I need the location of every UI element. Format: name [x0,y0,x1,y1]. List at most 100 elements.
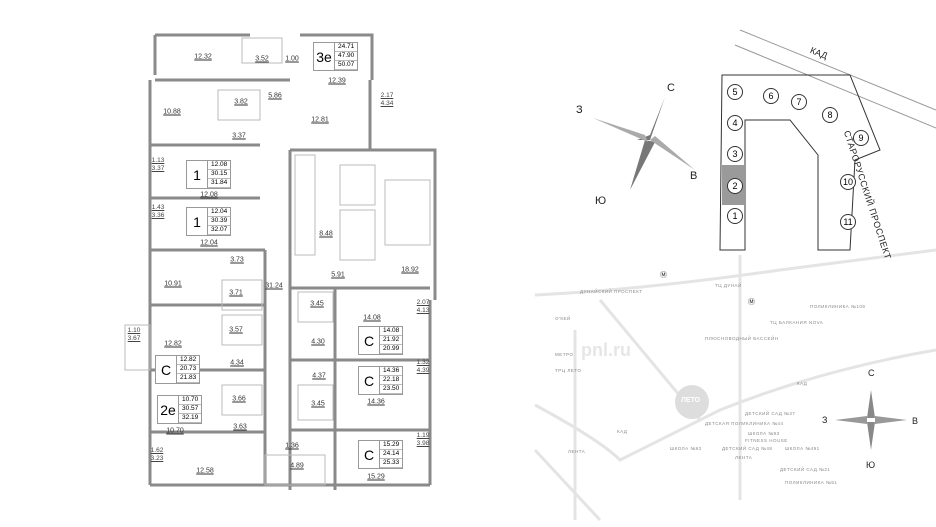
apartment-type: 2е [158,396,179,423]
map-label: О'КЕЙ [555,316,571,321]
map-label: ДУНАЙСКИЙ ПРОСПЕКТ [580,289,643,294]
room-area-label: 12.32 [194,53,212,61]
room-area-label: 3.73 [230,256,244,264]
apartment-area-value: 21.83 [177,374,200,383]
map-label: ЛЕНТА [568,449,586,454]
room-area-label: 3.45 [310,300,324,308]
room-area-label: 3.82 [234,98,248,106]
metro-icon: Ⓜ [748,299,755,306]
room-area-label: 12.81 [311,116,329,124]
metro-icon: Ⓜ [660,272,667,279]
room-area-label: 3.57 [229,326,243,334]
building-number-5: 5 [727,84,743,100]
map-compass-west: З [822,415,828,425]
balcony-area-value: 4.13 [416,307,430,314]
map-label: ПОЛИКЛИНИКА №51 [785,480,838,485]
apartment-area-value: 12.82 [177,356,200,365]
map-label: ДЕТСКИЙ САД №21 [780,467,831,472]
apartment-area-value: 14.08 [380,327,403,336]
room-area-label: 5.86 [268,92,282,100]
map-label: ТЦ ДУНАЙ [715,283,742,288]
balcony-area-value: 1.43 [151,204,165,211]
room-area-label: 1.36 [285,442,299,450]
apartment-area-value: 30.39 [208,217,231,226]
room-area-label: 10.88 [163,108,181,116]
map-label: ЛЕНТА [735,455,753,460]
apartment-type: С [359,367,380,394]
room-area-label: 3.63 [233,423,247,431]
room-area-label: 12.08 [200,191,218,199]
watermark-logo: pnl.ru [581,340,631,360]
apartment-area-value: 50.07 [335,61,358,70]
map-label: ПЛЮСНОВОДНЫЙ БАССЕЙН [705,336,779,341]
map-label: ДЕТСКИЙ САД №48 [722,446,773,451]
map-label: ПОЛИКЛИНИКА №108 [810,304,866,309]
compass-rose-icon [593,97,695,190]
room-area-label: 8.48 [319,230,333,238]
room-area-label: 3.37 [232,132,246,140]
building-number-7: 7 [791,94,807,110]
apartment-area-value: 20.99 [380,345,403,354]
building-number-6: 6 [763,88,779,104]
room-area-label: 31.24 [265,282,283,290]
apartment-area-value: 12.08 [208,161,231,170]
map-label: ШКОЛА №93 [748,431,780,436]
room-area-label: 12.04 [200,239,218,247]
apartment-area-value: 32.07 [208,226,231,235]
room-area-label: 12.82 [164,340,182,348]
balcony-area-value: 2.07 [416,299,430,306]
building-number-10: 10 [840,174,856,190]
balcony-area-value: 4.34 [380,100,394,107]
apartment-type: 1 [187,208,208,235]
apartment-area-value: 14.36 [380,367,403,376]
room-area-label: 3.71 [229,289,243,297]
map-compass-north: С [868,368,875,378]
apartment-area-value: 22.18 [380,376,403,385]
apartment-area-value: 12.04 [208,208,231,217]
building-number-9: 9 [853,130,869,146]
room-area-label: 18.92 [401,266,419,274]
building-number-2: 2 [727,178,743,194]
apartment-area-value: 15.29 [380,441,403,450]
apartment-type: С [359,441,380,468]
building-number-3: 3 [727,146,743,162]
map-label: ДЕТСКИЙ САД №37 [745,411,796,416]
balcony-area-value: 1.10 [127,327,141,334]
apartment-type: С [156,356,177,383]
map-label: КАД [617,429,628,434]
building-number-4: 4 [727,115,743,131]
balcony-area-value: 3.37 [151,165,165,172]
balcony-area-value: 3.36 [151,212,165,219]
balcony-area-value: 1.19 [416,432,430,439]
room-area-label: 5.91 [331,271,345,279]
apartment-type: 1 [187,161,208,188]
room-area-label: 12.58 [196,467,214,475]
apartment-area-value: 20.73 [177,365,200,374]
map-compass-south: Ю [866,460,876,470]
apartment-area-value: 24.14 [380,450,403,459]
room-area-label: 4.89 [290,462,304,470]
balcony-area-value: 2.17 [380,92,394,99]
compass-east: В [690,170,698,182]
compass-west: З [576,104,583,116]
room-area-label: 1.00 [285,55,299,63]
balcony-area-value: 3.98 [416,440,430,447]
